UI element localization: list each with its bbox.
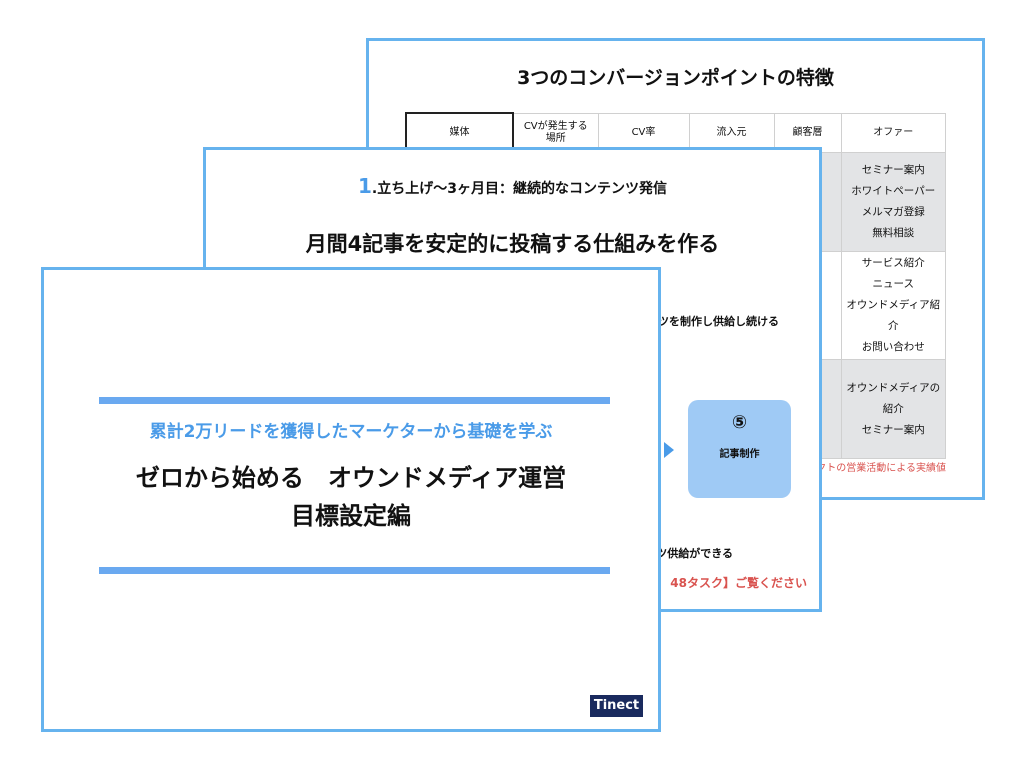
table-cell: セミナー案内 ホワイトペーパー メルマガ登録 無料相談: [840, 151, 946, 252]
step-label: 記事制作: [719, 449, 760, 460]
divider-top: [99, 397, 610, 404]
table-header-cell: オファー: [840, 112, 946, 153]
slide-headline: 月間4記事を安定的に投稿する仕組みを作る: [305, 232, 720, 256]
slide-kicker: 1.立ち上げ～3ヶ月目：継続的なコンテンツ発信: [206, 174, 819, 198]
cover-title: ゼロから始める オウンドメディア運営 目標設定編: [44, 459, 658, 535]
brand-logo: Tinect: [590, 695, 643, 717]
slide-cover: 累計2万リードを獲得したマーケターから基礎を学ぶ ゼロから始める オウンドメディ…: [41, 267, 661, 732]
table-header-row: 媒体 CVが発生する 場所 CV率 流入元 顧客層 オファー: [405, 112, 946, 153]
cover-series-label: 累計2万リードを獲得したマーケターから基礎を学ぶ: [149, 422, 553, 442]
slide-callout: 48タスク】ご覧ください: [670, 576, 807, 590]
slide-title: 3つのコンバージョンポイントの特徴: [517, 67, 834, 89]
table-header-cell: 顧客層: [773, 112, 842, 153]
cover-title-line: 目標設定編: [291, 502, 411, 530]
table-footnote: ネクトの営業活動による実績値: [806, 463, 946, 474]
table-cell: オウンドメディアの紹介 セミナー案内: [840, 359, 946, 459]
arrow-right-icon: [664, 442, 674, 458]
table-cell: サービス紹介 ニュース オウンドメディア紹介 お問い合わせ: [840, 251, 946, 360]
slide-subtext: ツ供給ができる: [656, 547, 733, 560]
divider-bottom: [99, 567, 610, 574]
step-box: ⑤ 記事制作: [688, 400, 791, 498]
step-number: ⑤: [731, 412, 748, 433]
table-header-cell: 媒体: [405, 112, 514, 153]
phase-text: .立ち上げ～3ヶ月目：継続的なコンテンツ発信: [371, 181, 667, 197]
slide-subtext: ツを制作し供給し続ける: [658, 315, 779, 328]
phase-number: 1: [358, 174, 372, 198]
cover-title-line: ゼロから始める オウンドメディア運営: [135, 464, 567, 492]
